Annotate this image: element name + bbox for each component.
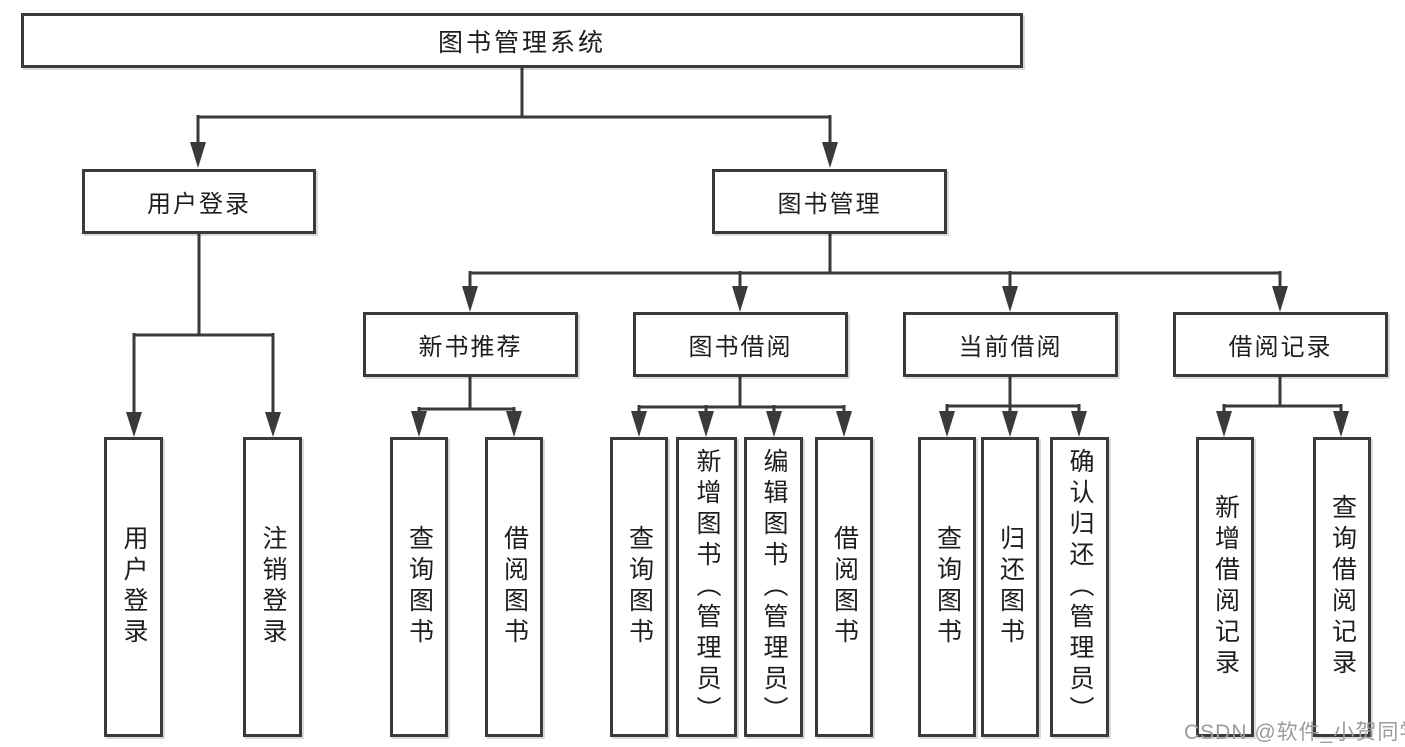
- node-library-system: 图书管理系统: [21, 13, 1023, 68]
- node-user-login: 用户登录: [82, 169, 316, 234]
- leaf-user-login: 用户登录: [104, 437, 163, 737]
- leaf-edit-books-admin: 编辑图书（管理员）: [744, 437, 803, 737]
- leaf-confirm-return-admin: 确认归还（管理员）: [1050, 437, 1109, 737]
- leaf-query-borrow-record: 查询借阅记录: [1313, 437, 1371, 737]
- leaf-borrow-books: 借阅图书: [815, 437, 873, 737]
- leaf-return-books: 归还图书: [981, 437, 1039, 737]
- leaf-recommend-borrow-books: 借阅图书: [485, 437, 543, 737]
- leaf-borrow-query-books: 查询图书: [610, 437, 668, 737]
- leaf-recommend-query-books: 查询图书: [390, 437, 448, 737]
- leaf-logout: 注销登录: [243, 437, 302, 737]
- node-book-borrow: 图书借阅: [633, 312, 848, 377]
- leaf-add-borrow-record: 新增借阅记录: [1196, 437, 1254, 737]
- node-current-borrow: 当前借阅: [903, 312, 1118, 377]
- leaf-add-books-admin: 新增图书（管理员）: [676, 437, 737, 737]
- node-borrow-records: 借阅记录: [1173, 312, 1388, 377]
- node-book-management: 图书管理: [712, 169, 947, 234]
- leaf-current-query-books: 查询图书: [918, 437, 976, 737]
- node-new-book-recommend: 新书推荐: [363, 312, 578, 377]
- csdn-watermark: CSDN @软件_小贺同学: [1184, 721, 1405, 744]
